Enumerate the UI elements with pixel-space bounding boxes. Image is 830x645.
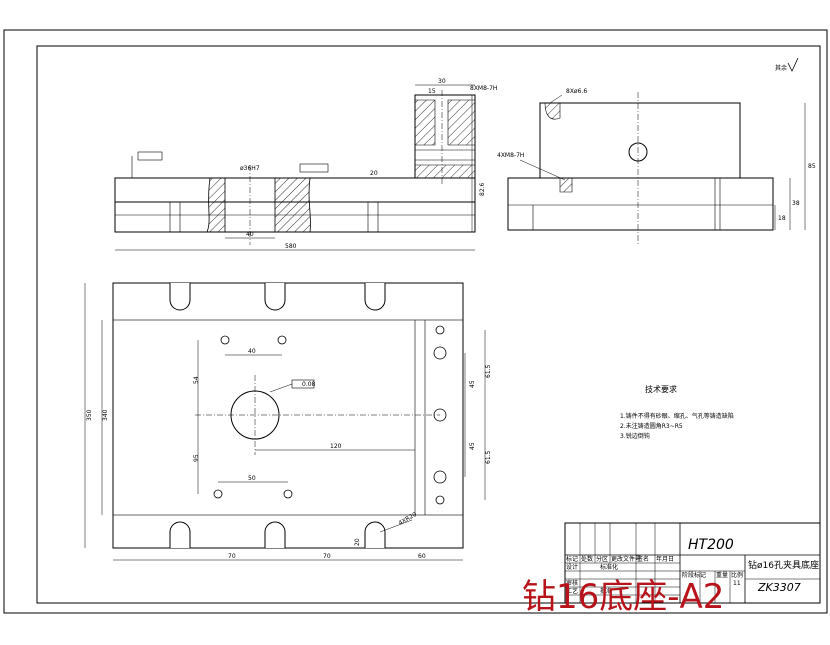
svg-text:4XR20: 4XR20 [397, 511, 418, 527]
svg-text:钻ø16孔夹具底座: 钻ø16孔夹具底座 [748, 559, 819, 571]
svg-text:85: 85 [808, 163, 816, 170]
svg-text:45: 45 [469, 442, 476, 450]
svg-text:更改文件号: 更改文件号 [611, 555, 641, 563]
svg-text:54: 54 [193, 376, 200, 384]
title-block: HT200 钻ø16孔夹具底座 ZK3307 11 标记 处数 分区 更改文件号… [564, 522, 821, 604]
plan-view: 350 340 40 54 95 120 50 45 45 61.5 61.5 … [84, 282, 492, 561]
svg-text:120: 120 [330, 443, 342, 450]
svg-text:年月日: 年月日 [656, 555, 674, 563]
svg-text:ø36H7: ø36H7 [240, 165, 260, 172]
svg-text:38: 38 [792, 200, 800, 207]
svg-text:分区: 分区 [596, 555, 608, 563]
svg-text:18: 18 [778, 215, 786, 222]
svg-text:HT200: HT200 [688, 537, 734, 553]
svg-text:30: 30 [438, 78, 446, 85]
svg-text:340: 340 [102, 409, 109, 421]
svg-text:70: 70 [323, 553, 331, 560]
svg-text:20: 20 [354, 538, 361, 546]
svg-text:批准: 批准 [600, 587, 612, 595]
svg-text:15: 15 [428, 88, 436, 95]
svg-text:技术要求: 技术要求 [645, 384, 677, 394]
svg-text:签名: 签名 [637, 555, 649, 563]
svg-text:95: 95 [193, 454, 200, 462]
svg-text:1.铸件不得有砂眼、缩孔、气孔等铸造缺陷: 1.铸件不得有砂眼、缩孔、气孔等铸造缺陷 [620, 412, 734, 420]
svg-text:0.08: 0.08 [302, 381, 316, 388]
svg-text:11: 11 [733, 580, 741, 587]
svg-text:标记: 标记 [566, 555, 578, 563]
front-view: 30 15 8XM8-7H 580 40 82.6 ø36H7 20 [114, 78, 497, 251]
svg-text:比例: 比例 [731, 571, 743, 579]
svg-text:50: 50 [248, 475, 256, 482]
svg-text:3.锐边倒钝: 3.锐边倒钝 [620, 432, 650, 440]
svg-text:70: 70 [228, 553, 236, 560]
svg-text:350: 350 [86, 409, 93, 421]
inner-frame [36, 45, 821, 604]
svg-text:阶段标记: 阶段标记 [682, 571, 706, 579]
svg-text:40: 40 [248, 348, 256, 355]
roughness-symbol: 其余 [775, 57, 799, 72]
svg-text:工艺: 工艺 [566, 587, 578, 595]
svg-text:处数: 处数 [581, 555, 593, 563]
svg-text:82.6: 82.6 [479, 182, 486, 196]
svg-text:标准化: 标准化 [600, 563, 618, 571]
svg-text:4XM8-7H: 4XM8-7H [497, 152, 524, 159]
svg-text:其余: 其余 [775, 64, 787, 72]
svg-text:重量: 重量 [716, 571, 728, 579]
svg-text:580: 580 [285, 243, 297, 250]
svg-text:60: 60 [418, 553, 426, 560]
svg-text:61.5: 61.5 [485, 450, 492, 464]
svg-text:20: 20 [370, 170, 378, 177]
svg-text:40: 40 [246, 231, 254, 238]
side-view: 85 38 18 8Xø6.6 4XM8-7H [497, 88, 816, 245]
svg-text:45: 45 [469, 380, 476, 388]
watermark-text: 钻16底座-A2 [522, 577, 724, 617]
svg-text:61.5: 61.5 [485, 364, 492, 378]
outer-border [3, 29, 828, 614]
tech-requirements: 技术要求 1.铸件不得有砂眼、缩孔、气孔等铸造缺陷 2.未注铸造圆角R3~R5 … [620, 384, 734, 440]
svg-text:ZK3307: ZK3307 [757, 581, 801, 594]
svg-text:2.未注铸造圆角R3~R5: 2.未注铸造圆角R3~R5 [620, 422, 683, 430]
svg-text:8Xø6.6: 8Xø6.6 [566, 88, 587, 95]
svg-text:设计: 设计 [566, 563, 578, 571]
svg-text:8XM8-7H: 8XM8-7H [470, 85, 497, 92]
svg-text:审核: 审核 [566, 579, 578, 587]
